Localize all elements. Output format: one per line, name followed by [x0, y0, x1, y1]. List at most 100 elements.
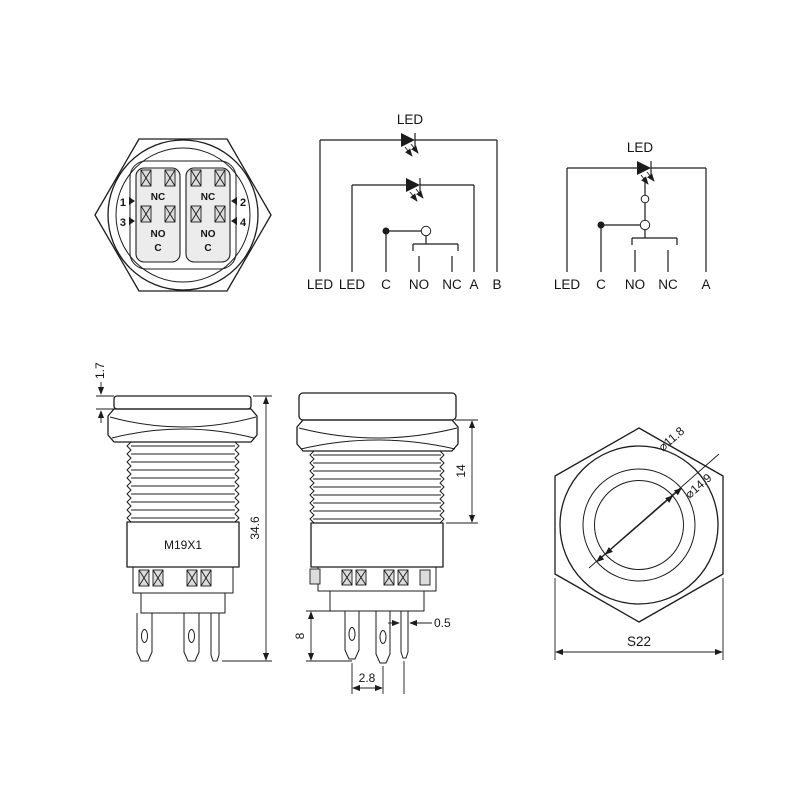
contact-label-no-left: NO — [151, 229, 166, 240]
diameter-arrow — [638, 495, 674, 526]
inner-ring — [115, 147, 251, 283]
pin-marker-icon — [231, 217, 237, 225]
dimension-label-pin-length: 8 — [293, 632, 307, 639]
contact-label-nc-left: NC — [151, 192, 165, 203]
dimension-label-pin-thickness: 0.5 — [434, 616, 451, 630]
hex-nut-outline — [554, 427, 724, 623]
diameter-arrow — [672, 487, 682, 497]
plunger-contact-icon — [639, 219, 651, 231]
hex-flange-profile — [107, 408, 258, 443]
led-emission-arrow-icon — [410, 143, 419, 154]
extension-lines-cap — [96, 395, 114, 410]
thread-lines — [131, 445, 235, 519]
led-diode-icon — [637, 161, 651, 175]
extension-lines-thread — [446, 419, 478, 524]
extension-lines-hex-width — [554, 578, 724, 660]
wiring-diagram-single-led: LED LED C NO NC A — [554, 140, 711, 292]
pin-hole — [379, 630, 387, 644]
terminal-stub-wires — [319, 140, 498, 272]
led-emission-arrow-icon — [409, 191, 418, 202]
junction-dot — [382, 227, 390, 235]
diameter-arrow — [596, 553, 606, 563]
switch-body — [310, 522, 444, 568]
diameter-arrow — [604, 524, 640, 555]
terminal-block-left — [135, 167, 181, 263]
actuator-ball-icon — [640, 194, 650, 204]
led-diode-icon — [406, 178, 420, 192]
terminal-label-led2: LED — [339, 277, 366, 292]
terminal-slot-cross-hatch — [341, 569, 409, 586]
thread-spec-label: M19X1 — [164, 538, 202, 552]
thread-edge-right — [439, 450, 445, 524]
button-cap-profile — [298, 392, 457, 421]
terminal-base-plate — [129, 160, 237, 270]
wiring-diagram-dual-led: LED LED LED C NO NC A B — [307, 112, 502, 292]
terminal-tab-cross-hatch — [140, 169, 226, 223]
contact-label-c-left: C — [154, 243, 161, 254]
dimension-label-hex-width: S22 — [627, 634, 651, 649]
pin-marker-icon — [129, 217, 135, 225]
hex-body-outline — [94, 138, 272, 292]
moving-bridge-contact — [631, 229, 678, 245]
terminal-base — [329, 590, 425, 612]
terminal-label-c: C — [596, 277, 606, 292]
thread-edge-left — [309, 450, 315, 524]
side-view-flat-head: M19X1 1.7 34.6 — [93, 362, 272, 662]
led-label: LED — [397, 112, 424, 127]
terminal-label-c: C — [381, 277, 391, 292]
terminal-stub-wires — [566, 168, 707, 272]
solder-pin — [136, 613, 153, 662]
extension-lines-total — [222, 395, 272, 662]
contact-label-nc-right: NC — [201, 192, 215, 203]
led-label: LED — [627, 140, 654, 155]
side-tab — [309, 568, 321, 585]
solder-pin — [183, 613, 200, 662]
dimension-label-pin-spacing: 2.8 — [359, 671, 376, 685]
terminal-label-nc: NC — [442, 277, 462, 292]
extension-lines-pin-spacing — [351, 661, 405, 694]
solder-pin — [210, 613, 220, 662]
contact-label-no-right: NO — [201, 229, 216, 240]
pin-hole — [188, 629, 195, 643]
side-view-high-head: 14 8 0.5 2.8 — [293, 392, 478, 694]
terminal-label-a: A — [469, 277, 478, 292]
moving-bridge-contact — [412, 235, 459, 251]
terminal-label-a: A — [701, 277, 710, 292]
pin-number-1: 1 — [120, 197, 126, 209]
hex-facet-curves — [298, 427, 458, 450]
pin-marker-icon — [129, 197, 135, 205]
hex-facet-curves — [109, 416, 257, 439]
led-ring-circle — [594, 480, 684, 570]
terminal-label-no: NO — [625, 277, 645, 292]
terminal-block-right — [185, 167, 231, 263]
terminal-label-no: NO — [409, 277, 429, 292]
front-face-view: ⌀11.8 ⌀14.9 S22 — [554, 424, 724, 660]
plunger-contact-icon — [420, 225, 432, 237]
button-face-circle — [582, 468, 696, 582]
pin-number-2: 2 — [240, 197, 246, 209]
dimension-label-total-height: 34.6 — [248, 516, 262, 540]
solder-pin — [400, 611, 409, 659]
pin-number-3: 3 — [120, 217, 126, 229]
led-emission-arrow-icon — [415, 188, 424, 199]
led-diode-icon — [401, 133, 415, 147]
pin-hole — [141, 629, 148, 643]
solder-pin — [344, 611, 360, 660]
pin-number-4: 4 — [240, 217, 247, 229]
solder-pin — [375, 611, 391, 664]
dimension-label-diameter-outer: ⌀14.9 — [682, 470, 715, 501]
extension-lines-pin-length — [306, 610, 352, 662]
terminal-slot-cross-hatch — [138, 569, 212, 587]
led-loop-wires — [320, 139, 497, 186]
dimension-label-thread-length: 14 — [454, 464, 468, 478]
dimension-label-diameter-inner: ⌀11.8 — [656, 424, 688, 454]
led-emission-arrow-icon — [404, 146, 413, 157]
button-cap-profile — [113, 395, 252, 410]
dimension-label-cap-height: 1.7 — [93, 362, 107, 379]
bezel-circle — [559, 445, 719, 605]
terminal-label-led: LED — [554, 277, 581, 292]
terminal-base — [140, 592, 226, 614]
junction-dot — [597, 221, 605, 229]
